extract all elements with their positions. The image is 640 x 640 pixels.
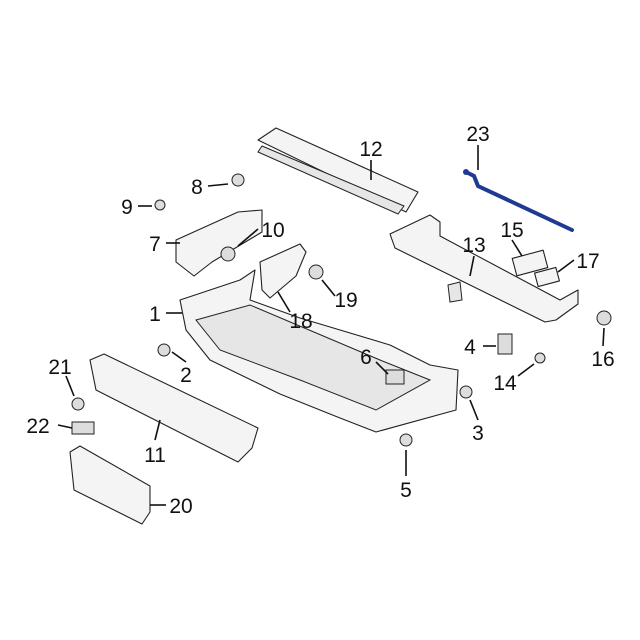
callout-2[interactable]: 2	[180, 364, 192, 387]
callout-13[interactable]: 13	[462, 234, 485, 257]
callout-1[interactable]: 1	[149, 303, 161, 326]
part-3-push-pin[interactable]	[459, 385, 473, 399]
callout-4[interactable]: 4	[464, 336, 476, 359]
part-4-nut[interactable]	[497, 333, 513, 355]
callout-14[interactable]: 14	[493, 372, 517, 395]
part-6-nut[interactable]	[385, 369, 405, 385]
part-1-bumper-cover[interactable]	[179, 269, 459, 433]
part-16-bolt[interactable]	[596, 310, 612, 326]
part-9-bolt[interactable]	[154, 199, 166, 211]
callout-18[interactable]: 18	[289, 310, 312, 333]
part-10-push-pin[interactable]	[220, 246, 236, 262]
part-7-bracket[interactable]	[175, 209, 263, 277]
part-19-nut[interactable]	[308, 264, 324, 280]
callout-17[interactable]: 17	[576, 250, 599, 273]
callout-8[interactable]: 8	[191, 176, 203, 199]
part-20-bracket[interactable]	[69, 445, 151, 525]
part-23-rod-end	[463, 169, 469, 175]
callout-10[interactable]: 10	[261, 219, 284, 242]
part-21-bolt[interactable]	[71, 397, 85, 411]
leader-lines	[57, 145, 605, 506]
callout-6[interactable]: 6	[360, 346, 372, 369]
callout-3[interactable]: 3	[472, 422, 484, 445]
part-14-stud[interactable]	[534, 352, 546, 364]
callout-20[interactable]: 20	[169, 495, 192, 518]
callout-7[interactable]: 7	[149, 233, 161, 256]
callout-21[interactable]: 21	[48, 356, 71, 379]
part-17-clip[interactable]	[534, 266, 560, 288]
part-11-absorber[interactable]	[89, 353, 259, 463]
callout-15[interactable]: 15	[500, 219, 523, 242]
part-5-push-pin[interactable]	[399, 433, 413, 447]
part-2-bolt[interactable]	[157, 343, 171, 357]
callout-9[interactable]: 9	[121, 196, 133, 219]
callout-5[interactable]: 5	[400, 479, 412, 502]
callout-19[interactable]: 19	[334, 289, 357, 312]
part-23-rod[interactable]	[464, 170, 574, 232]
part-15-clip[interactable]	[511, 249, 549, 277]
part-18-bracket[interactable]	[259, 243, 307, 299]
part-12-step-pad[interactable]	[257, 127, 419, 215]
callout-23[interactable]: 23	[466, 123, 489, 146]
callout-11[interactable]: 11	[144, 444, 166, 467]
callout-22[interactable]: 22	[26, 415, 49, 438]
callout-16[interactable]: 16	[591, 348, 614, 371]
part-13-reinforcement[interactable]	[389, 214, 579, 323]
part-22-nut[interactable]	[71, 421, 95, 435]
callout-12[interactable]: 12	[359, 138, 382, 161]
part-8-bolt[interactable]	[231, 173, 245, 187]
